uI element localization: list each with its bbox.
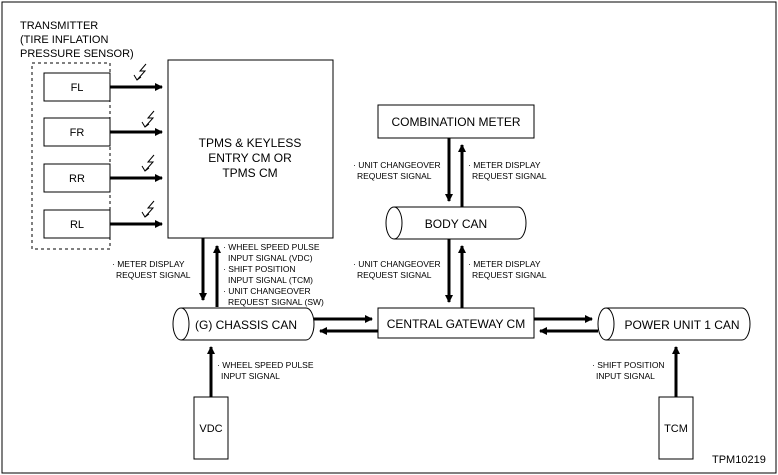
chassis-gateway-arrows — [314, 315, 378, 335]
sensor-fr-label: FR — [70, 127, 85, 139]
tpms-cm-line-3: TPMS CM — [222, 166, 277, 180]
vdc-signal-line-1: · WHEEL SPEED PULSE — [217, 360, 314, 370]
tpms-cm-line-1: TPMS & KEYLESS — [199, 136, 302, 150]
tpms-cm-line-2: ENTRY CM OR — [208, 151, 292, 165]
transmitter-group-outline — [31, 62, 111, 250]
tcm-signal-line-1: · SHIFT POSITION — [592, 360, 665, 370]
tpms-signal-line-6: REQUEST SIGNAL (SW) — [228, 297, 324, 307]
meter-left-signal-line-1: · UNIT CHANGEOVER — [353, 160, 441, 170]
gateway-right-signal-line-1: · METER DISPLAY — [468, 259, 541, 269]
tpms-keyless-cm-box: TPMS & KEYLESS ENTRY CM OR TPMS CM — [167, 59, 334, 239]
wireless-signal-icons — [133, 63, 155, 218]
tcm-label: TCM — [664, 423, 688, 435]
transmitter-title-line-3: PRESSURE SENSOR) — [20, 48, 134, 60]
gateway-power-arrows — [534, 315, 598, 335]
vdc-signal-line-2: INPUT SIGNAL — [221, 371, 280, 381]
vdc-label: VDC — [199, 423, 222, 435]
meter-right-signal-line-1: · METER DISPLAY — [468, 160, 541, 170]
central-gateway-box: CENTRAL GATEWAY CM — [377, 307, 535, 339]
sensor-rr-label: RR — [69, 173, 85, 185]
sensor-arrows — [110, 83, 163, 228]
radio-wave-icon — [141, 200, 155, 218]
tpms-signal-line-5: · UNIT CHANGEOVER — [223, 286, 311, 296]
chassis-can-bus: (G) CHASSIS CAN — [172, 307, 315, 341]
sensor-rr: RR — [43, 163, 111, 193]
sensor-fr: FR — [43, 117, 111, 147]
body-gateway-arrows — [445, 239, 466, 308]
tpms-signal-line-1: · WHEEL SPEED PULSE — [223, 242, 320, 252]
gateway-left-signal-line-2: REQUEST SIGNAL — [357, 270, 432, 280]
body-can-label: BODY CAN — [425, 217, 487, 231]
meter-body-arrows — [445, 138, 466, 207]
sensor-fl: FL — [43, 72, 111, 102]
gateway-right-signal-line-2: REQUEST SIGNAL — [472, 270, 547, 280]
power-unit-can-label: POWER UNIT 1 CAN — [624, 318, 739, 332]
meter-left-signal-line-2: REQUEST SIGNAL — [357, 171, 432, 181]
transmitter-title-line-2: (TIRE INFLATION — [20, 34, 108, 46]
radio-wave-icon — [141, 154, 155, 172]
gateway-left-signal-line-1: · UNIT CHANGEOVER — [353, 259, 441, 269]
tpms-chassis-arrows — [199, 238, 221, 307]
meter-right-signal-line-2: REQUEST SIGNAL — [472, 171, 547, 181]
figure-id: TPM10219 — [712, 454, 766, 466]
chassis-to-tpms-signal-line-2: REQUEST SIGNAL — [116, 270, 191, 280]
tpms-signal-line-4: INPUT SIGNAL (TCM) — [228, 275, 313, 285]
chassis-to-tpms-signal-line-1: · METER DISPLAY — [112, 259, 185, 269]
sensor-fl-label: FL — [71, 82, 84, 94]
radio-wave-icon — [133, 63, 147, 81]
central-gateway-label: CENTRAL GATEWAY CM — [387, 317, 525, 331]
sensor-rl: RL — [43, 209, 111, 239]
vdc-box: VDC — [193, 396, 229, 460]
sensor-rl-label: RL — [70, 219, 84, 231]
tpms-signal-line-3: · SHIFT POSITION — [223, 264, 296, 274]
body-can-bus: BODY CAN — [385, 206, 527, 240]
combination-meter-label: COMBINATION METER — [391, 115, 520, 129]
tcm-box: TCM — [658, 396, 694, 460]
radio-wave-icon — [141, 110, 155, 128]
transmitter-title-line-1: TRANSMITTER — [20, 20, 98, 32]
power-unit-can-bus: POWER UNIT 1 CAN — [597, 307, 751, 341]
tpms-signal-line-2: INPUT SIGNAL (VDC) — [228, 253, 313, 263]
tcm-signal-line-2: INPUT SIGNAL — [596, 371, 655, 381]
chassis-can-label: (G) CHASSIS CAN — [195, 318, 297, 332]
combination-meter-box: COMBINATION METER — [377, 104, 535, 139]
